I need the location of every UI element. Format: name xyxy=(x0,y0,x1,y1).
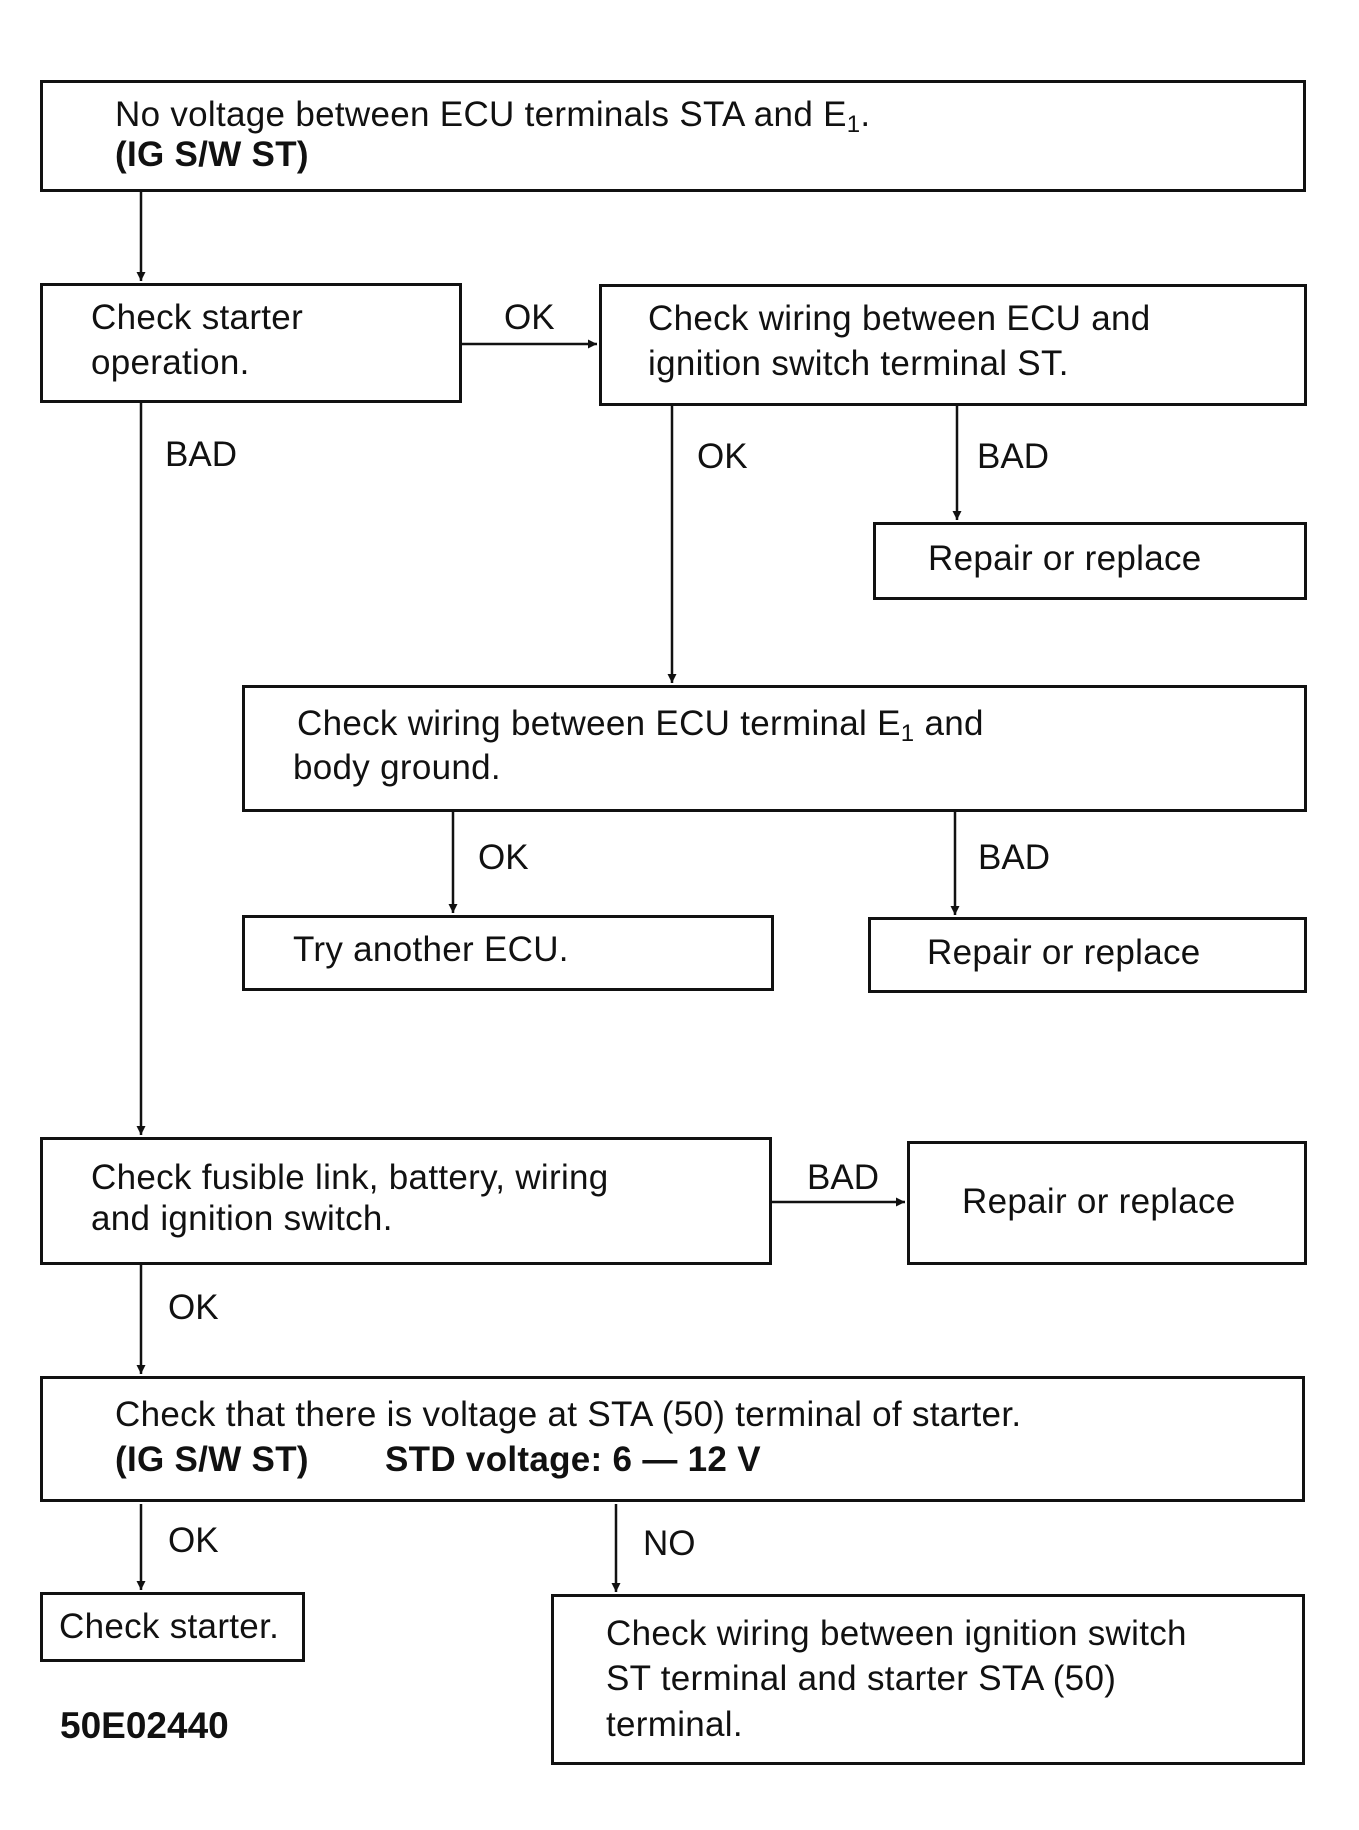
edge-label-wiring-ecu-ok: OK xyxy=(697,437,748,476)
edge-label-fusible-ok: OK xyxy=(168,1288,219,1327)
node-check-wiring-ignition-starter-line3: terminal. xyxy=(606,1705,743,1744)
node-check-starter-operation-line2: operation. xyxy=(91,343,250,382)
node-check-wiring-ignition-starter-line2: ST terminal and starter STA (50) xyxy=(606,1659,1117,1698)
node-repair-or-replace-2-text: Repair or replace xyxy=(927,933,1201,972)
node-repair-or-replace-3-text: Repair or replace xyxy=(962,1182,1236,1221)
node-check-wiring-ignition-starter: Check wiring between ignition switch ST … xyxy=(551,1594,1305,1765)
node-check-starter: Check starter. xyxy=(40,1592,305,1662)
node-try-another-ecu-text: Try another ECU. xyxy=(293,930,569,969)
node-check-fusible-link: Check fusible link, battery, wiring and … xyxy=(40,1137,772,1265)
edge-label-wiring-ecu-bad: BAD xyxy=(977,437,1049,476)
node-repair-or-replace-3: Repair or replace xyxy=(907,1141,1307,1265)
edge-label-wiring-e1-ok: OK xyxy=(478,838,529,877)
diagram-id: 50E02440 xyxy=(60,1705,229,1746)
node-check-wiring-ecu-ignition-line1: Check wiring between ECU and xyxy=(648,299,1151,338)
node-repair-or-replace-2: Repair or replace xyxy=(868,917,1307,993)
node-check-starter-text: Check starter. xyxy=(59,1607,280,1646)
node-check-wiring-e1-line1: Check wiring between ECU terminal E1 and xyxy=(297,704,984,747)
edge-label-wiring-e1-bad: BAD xyxy=(978,838,1050,877)
node-check-voltage-sta-ig-sw: (IG S/W ST) xyxy=(115,1440,309,1479)
node-check-wiring-e1-body-ground: Check wiring between ECU terminal E1 and… xyxy=(242,685,1307,812)
node-no-voltage-line1: No voltage between ECU terminals STA and… xyxy=(115,95,871,138)
edge-label-fusible-bad: BAD xyxy=(807,1158,879,1197)
node-check-starter-operation-line1: Check starter xyxy=(91,298,304,337)
node-repair-or-replace-1: Repair or replace xyxy=(873,522,1307,600)
node-try-another-ecu: Try another ECU. xyxy=(242,915,774,991)
node-check-starter-operation: Check starter operation. xyxy=(40,283,462,403)
node-no-voltage-line2: (IG S/W ST) xyxy=(115,135,309,174)
node-repair-or-replace-1-text: Repair or replace xyxy=(928,539,1202,578)
node-check-voltage-sta-std-voltage: STD voltage: 6 — 12 V xyxy=(385,1440,761,1479)
node-check-voltage-sta: Check that there is voltage at STA (50) … xyxy=(40,1376,1305,1502)
node-no-voltage-sta-e1: No voltage between ECU terminals STA and… xyxy=(40,80,1306,192)
node-check-fusible-link-line2: and ignition switch. xyxy=(91,1199,393,1238)
edge-label-starter-bad: BAD xyxy=(165,435,237,474)
edge-label-starter-ok: OK xyxy=(504,298,555,337)
node-check-fusible-link-line1: Check fusible link, battery, wiring xyxy=(91,1158,609,1197)
edge-label-voltage-no: NO xyxy=(643,1524,696,1563)
node-check-wiring-ignition-starter-line1: Check wiring between ignition switch xyxy=(606,1614,1187,1653)
edge-label-voltage-ok: OK xyxy=(168,1521,219,1560)
node-check-wiring-ecu-ignition: Check wiring between ECU and ignition sw… xyxy=(599,284,1307,406)
node-check-wiring-e1-line2: body ground. xyxy=(293,748,501,787)
node-check-voltage-sta-line1: Check that there is voltage at STA (50) … xyxy=(115,1395,1022,1434)
node-check-wiring-ecu-ignition-line2: ignition switch terminal ST. xyxy=(648,344,1069,383)
